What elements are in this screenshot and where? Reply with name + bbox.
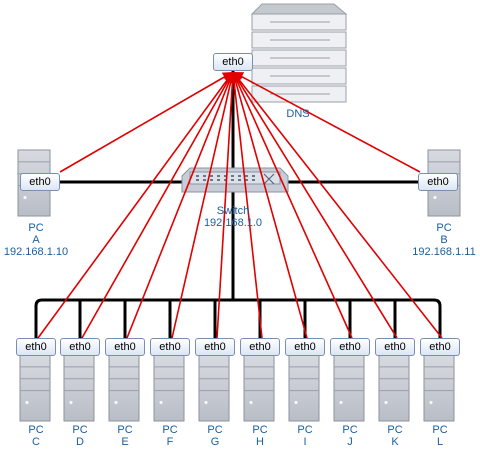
- pc-f-line1: PC: [162, 424, 178, 436]
- pc-c-tower-icon: [19, 354, 51, 422]
- pc-j-tower-icon: [333, 354, 365, 422]
- pc-b-ip: 192.168.1.11: [412, 246, 476, 258]
- pc-k-to-dns-arrow: [232, 72, 398, 339]
- pc-k-line2: K: [391, 436, 399, 448]
- pc-d-to-dns-arrow: [81, 71, 233, 339]
- pc-f-line2: F: [166, 436, 174, 448]
- pc-l-to-dns-arrow: [232, 72, 443, 339]
- pc-e-to-dns-arrow: [126, 72, 234, 339]
- pc-j-line1: PC: [342, 424, 358, 436]
- pc-d-line2: D: [76, 436, 84, 448]
- pc-i-to-dns-arrow: [230, 71, 308, 339]
- pc-e-line1: PC: [117, 424, 133, 436]
- pc-a-label: PC A 192.168.1.10: [0, 222, 72, 258]
- pc-g-line1: PC: [207, 424, 223, 436]
- pc-j-line2: J: [347, 436, 353, 448]
- pc-i-line2: I: [303, 436, 307, 448]
- pc-c-to-dns-arrow: [37, 71, 233, 339]
- pc-b-line2: B: [440, 234, 448, 246]
- pc-e-eth0-port: eth0: [105, 338, 145, 356]
- pc-e-line2: E: [121, 436, 129, 448]
- pc-j-to-dns-arrow: [232, 72, 353, 339]
- pc-f-tower-icon: [153, 354, 185, 422]
- pc-d-tower-icon: [63, 354, 95, 422]
- pc-c-eth0-port: eth0: [16, 338, 56, 356]
- pc-i-line1: PC: [297, 424, 313, 436]
- pc-l-eth0-port: eth0: [420, 338, 460, 356]
- dns-links: [37, 71, 443, 339]
- pc-h-eth0-port: eth0: [240, 338, 280, 356]
- pc-d-line1: PC: [72, 424, 88, 436]
- pc-i-tower-icon: [288, 354, 320, 422]
- pc-k-line1: PC: [387, 424, 403, 436]
- pc-b-line1: PC: [436, 222, 452, 234]
- pc-a-eth0-port: eth0: [20, 173, 60, 191]
- network-cables: [34, 62, 442, 340]
- pc-h-tower-icon: [243, 354, 275, 422]
- pc-a-ip: 192.168.1.10: [3, 246, 69, 258]
- pc-c-line2: C: [32, 436, 40, 448]
- pc-l-tower-icon: [423, 354, 455, 422]
- pc-g-to-dns-arrow: [216, 71, 238, 339]
- pc-g-eth0-port: eth0: [195, 338, 235, 356]
- pc-l-line1: PC: [432, 424, 448, 436]
- pc-j-eth0-port: eth0: [330, 338, 370, 356]
- dns-eth0-port: eth0: [213, 53, 253, 71]
- pc-k-eth0-port: eth0: [375, 338, 415, 356]
- pc-a-line1: PC: [28, 222, 44, 234]
- pc-l-line2: L: [436, 436, 444, 448]
- pc-h-line2: H: [256, 436, 264, 448]
- pc-h-line1: PC: [252, 424, 268, 436]
- switch-icon: [181, 167, 289, 193]
- pc-d-eth0-port: eth0: [60, 338, 100, 356]
- pc-f-eth0-port: eth0: [150, 338, 190, 356]
- switch-address-label: 192.168.1.0: [203, 217, 263, 229]
- pc-b-label: PC B 192.168.1.11: [408, 222, 480, 258]
- pc-e-tower-icon: [108, 354, 140, 422]
- pc-f-to-dns-arrow: [171, 72, 236, 339]
- pc-towers: [17, 149, 461, 422]
- pc-h-to-dns-arrow: [229, 72, 263, 339]
- pc-g-line2: G: [210, 436, 220, 448]
- pc-b-to-dns-arrow: [232, 71, 421, 173]
- pc-a-line2: A: [32, 234, 40, 246]
- dns-server-icon: [250, 3, 348, 103]
- pc-g-tower-icon: [198, 354, 230, 422]
- pc-c-line1: PC: [28, 424, 44, 436]
- pc-i-eth0-port: eth0: [285, 338, 325, 356]
- switch-name-label: Switch: [216, 205, 250, 217]
- dns-label: DNS: [286, 108, 310, 120]
- pc-b-eth0-port: eth0: [418, 173, 458, 191]
- pc-k-tower-icon: [378, 354, 410, 422]
- pc-a-to-dns-arrow: [59, 71, 234, 173]
